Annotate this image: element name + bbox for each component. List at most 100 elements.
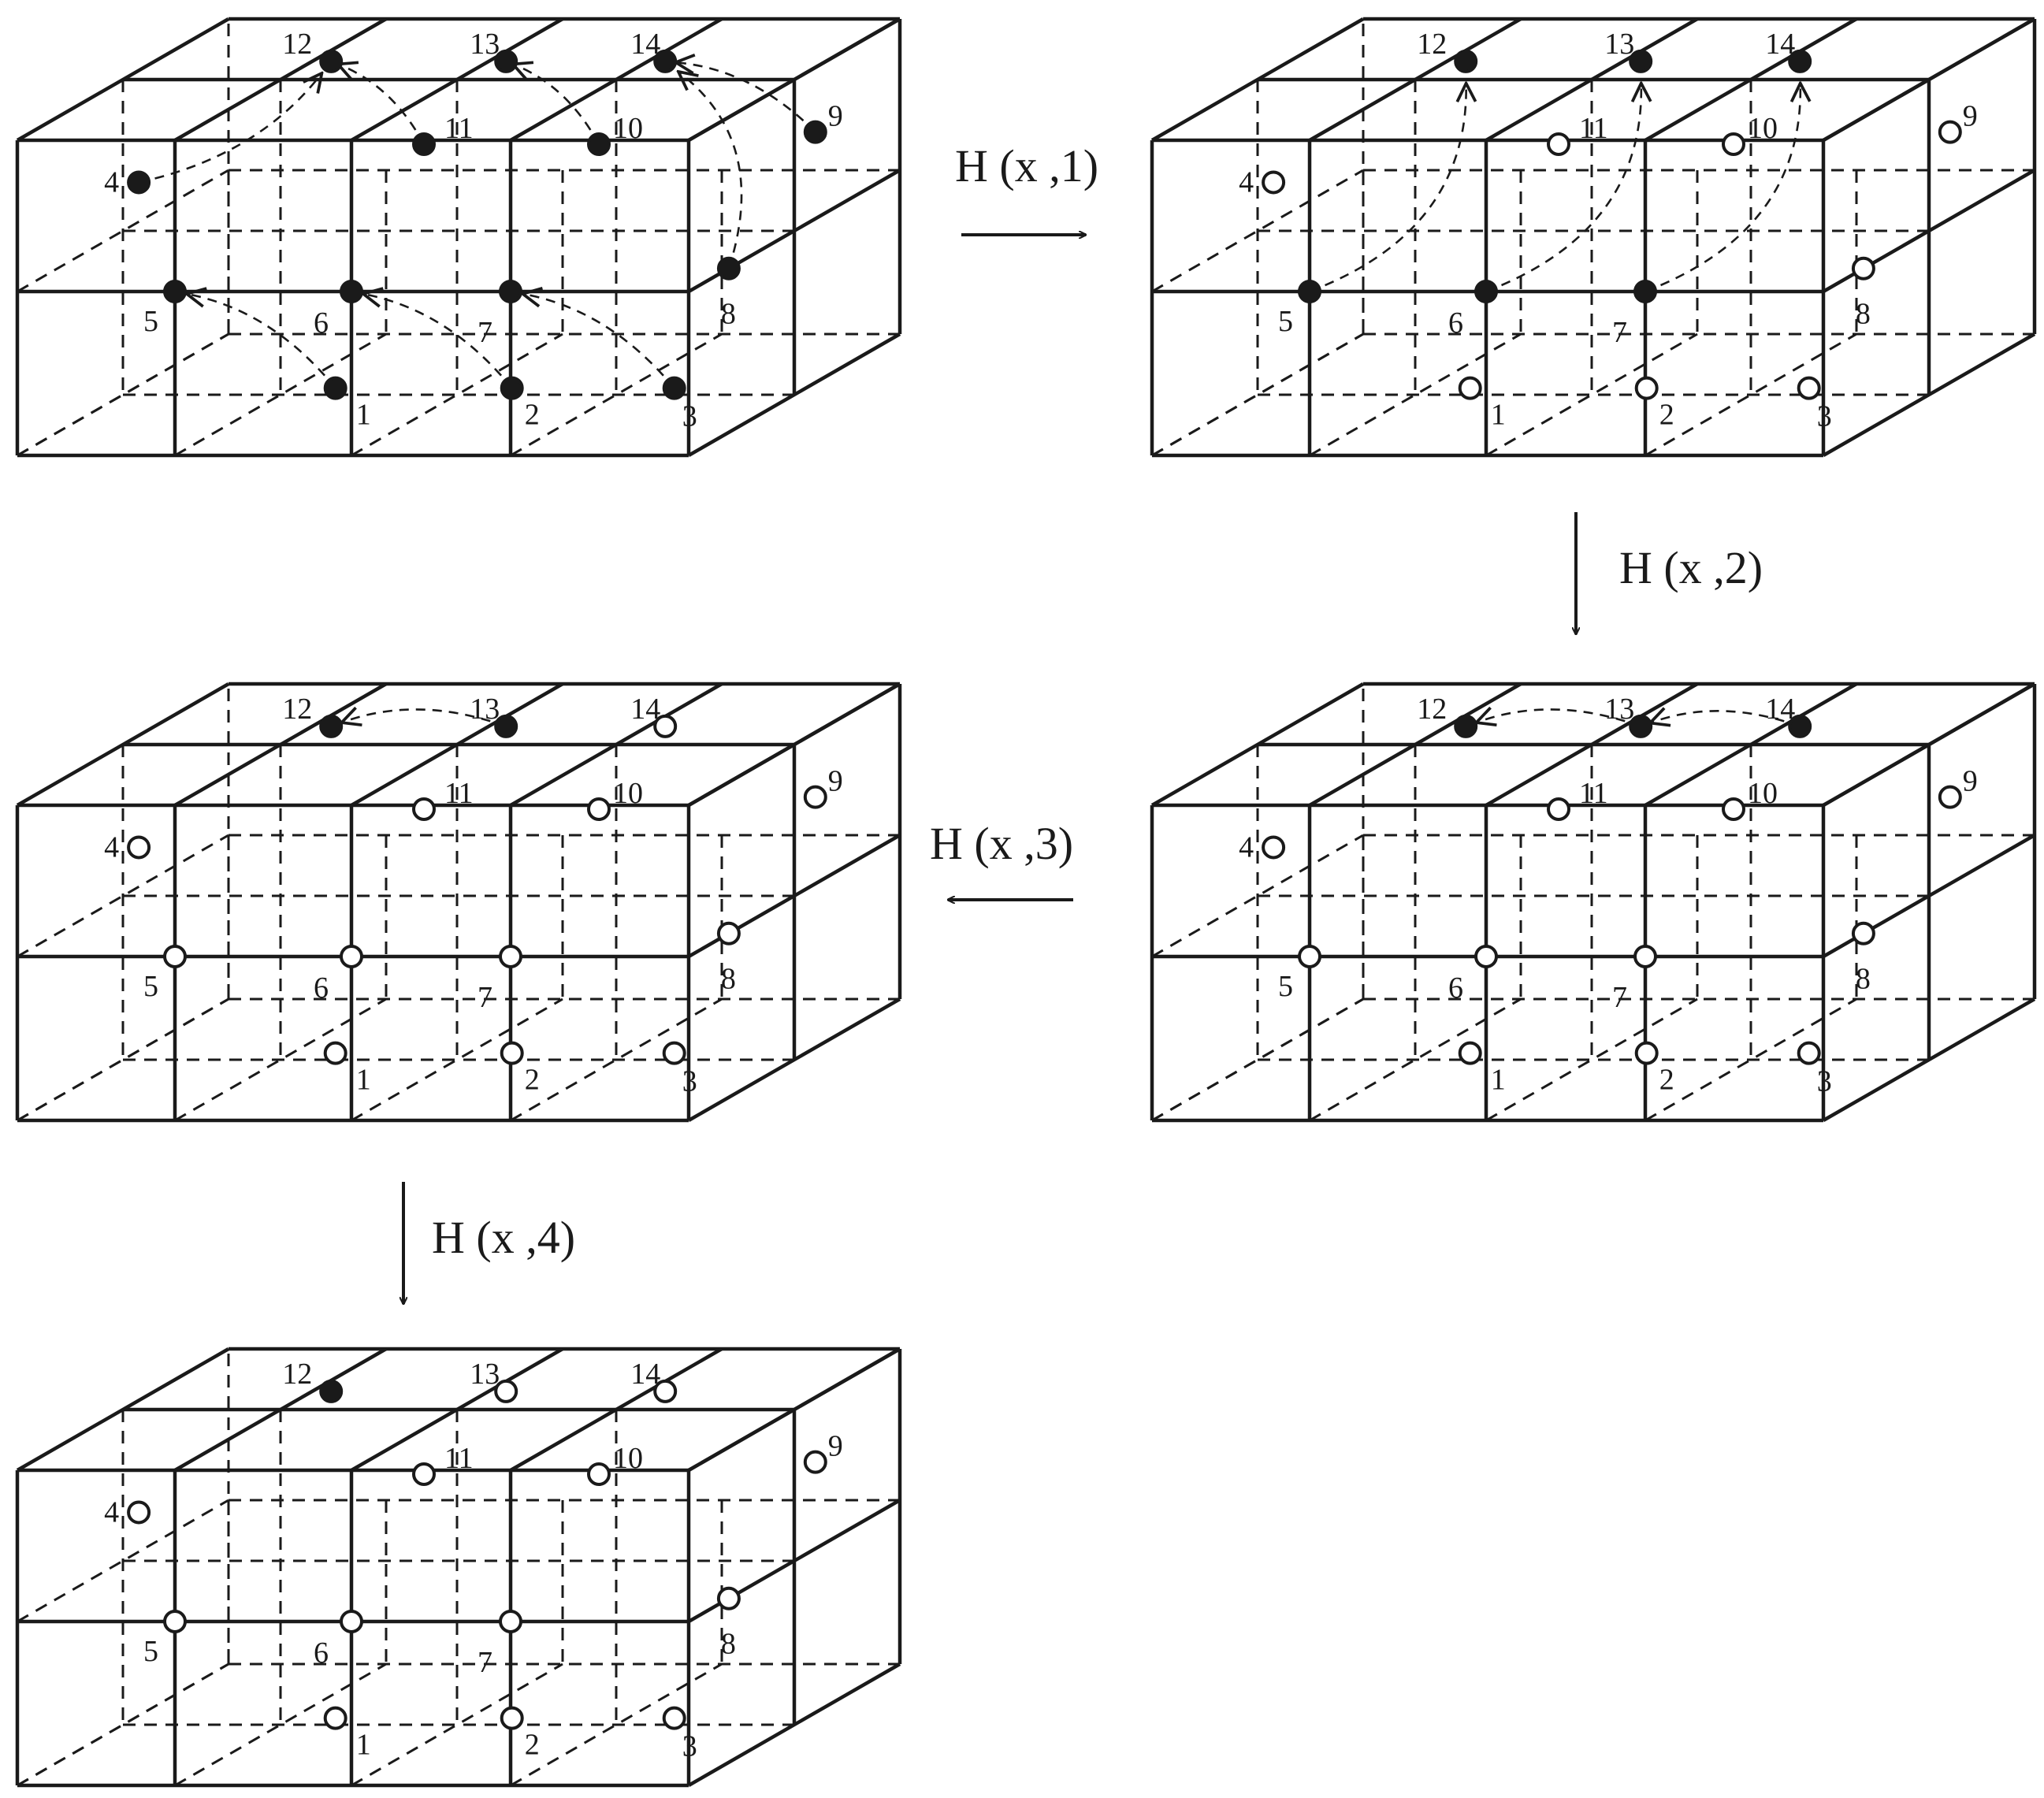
top-edge — [509, 1347, 723, 1472]
top-edge — [16, 682, 230, 807]
active-node — [1629, 49, 1653, 73]
node-label: 5 — [1278, 305, 1293, 338]
hidden-grid-line — [1151, 997, 1364, 1122]
hidden-grid-line — [1644, 997, 1857, 1122]
move-arrow — [188, 294, 336, 389]
move-arrow — [344, 709, 507, 728]
active-node — [319, 1379, 344, 1403]
node-label: 12 — [282, 693, 312, 726]
active-node — [1788, 49, 1812, 73]
node-label: 11 — [444, 777, 474, 810]
node-label: 4 — [1239, 165, 1254, 199]
top-edge — [16, 1347, 230, 1472]
inactive-node — [163, 1610, 187, 1633]
inactive-node — [127, 1500, 151, 1525]
node-label: 11 — [1579, 777, 1608, 810]
inactive-node — [163, 945, 187, 968]
hidden-grid — [1151, 19, 2035, 457]
step-label-2: H (x ,2) — [1619, 542, 1763, 593]
node-label: 11 — [444, 112, 474, 145]
node-label: 6 — [1448, 306, 1463, 340]
step-label-1: H (x ,1) — [955, 140, 1098, 191]
node-label: 8 — [721, 963, 736, 996]
inactive-node — [323, 1706, 347, 1730]
visible-grid — [15, 1347, 902, 1788]
active-node — [340, 280, 363, 303]
inactive-node — [1938, 785, 1962, 809]
top-edge — [350, 17, 564, 142]
hidden-grid-line — [1151, 332, 1364, 457]
node-label: 9 — [828, 1430, 843, 1463]
hidden-grid — [17, 684, 900, 1122]
active-node — [662, 376, 686, 400]
move-arrows — [1478, 709, 1801, 728]
top-edge — [1485, 17, 1699, 142]
move-arrow — [525, 294, 675, 389]
inactive-node — [127, 835, 151, 860]
inactive-node — [803, 1450, 827, 1474]
inactive-node — [653, 1379, 678, 1403]
inactive-node — [500, 1706, 524, 1730]
hidden-grid-line — [1485, 332, 1698, 457]
node-label: 4 — [104, 830, 119, 864]
node-label: 6 — [1448, 971, 1463, 1005]
node-label: 2 — [525, 399, 540, 432]
node-label: 8 — [1856, 298, 1871, 331]
node-label: 8 — [721, 298, 736, 331]
hidden-grid-line — [351, 1662, 563, 1787]
move-arrow — [138, 75, 321, 184]
node-label: 14 — [1765, 693, 1795, 726]
node-label: 9 — [828, 765, 843, 798]
node-label: 9 — [1963, 765, 1978, 798]
active-node — [494, 714, 518, 738]
node-label: 6 — [314, 971, 329, 1005]
inactive-node — [716, 1586, 741, 1610]
hidden-grid-line — [510, 332, 723, 457]
inactive-node — [1474, 945, 1498, 968]
inactive-node — [716, 921, 741, 945]
node-label: 14 — [630, 28, 660, 61]
move-arrows — [1309, 85, 1801, 293]
hidden-grid-line — [17, 834, 229, 958]
node-label: 5 — [143, 970, 158, 1003]
node-label: 11 — [444, 1442, 474, 1475]
top-edge — [1308, 17, 1522, 142]
hidden-grid-line — [17, 1662, 229, 1787]
visible-grid — [1150, 17, 2037, 458]
active-node — [163, 280, 187, 303]
inactive-node — [340, 1610, 363, 1633]
step-label-4: H (x ,4) — [432, 1212, 575, 1263]
step-label-3: H (x ,3) — [930, 818, 1073, 869]
hidden-grid-line — [17, 1499, 229, 1623]
node-label: 13 — [470, 693, 500, 726]
inactive-node — [1797, 376, 1821, 400]
inactive-node — [1633, 945, 1657, 968]
active-node — [716, 256, 741, 280]
node-label: 9 — [828, 100, 843, 133]
inactive-node — [499, 945, 522, 968]
top-edge — [1150, 17, 1365, 142]
inactive-node — [803, 785, 827, 809]
hidden-grid-line — [17, 169, 229, 293]
active-node — [1454, 49, 1478, 73]
top-edge — [173, 682, 388, 807]
active-node — [1454, 714, 1478, 738]
inactive-node — [662, 1706, 686, 1730]
inactive-node — [340, 945, 363, 968]
node-label: 3 — [1817, 1065, 1832, 1098]
move-arrow — [1485, 85, 1641, 293]
node-label: 7 — [478, 316, 492, 349]
active-node — [803, 120, 827, 144]
active-node — [319, 714, 344, 738]
inactive-node — [1634, 376, 1659, 400]
inactive-node — [323, 1041, 347, 1065]
node-label: 3 — [1817, 400, 1832, 433]
node-label: 7 — [1612, 981, 1627, 1014]
node-label: 14 — [630, 1358, 660, 1391]
active-node — [127, 170, 151, 195]
